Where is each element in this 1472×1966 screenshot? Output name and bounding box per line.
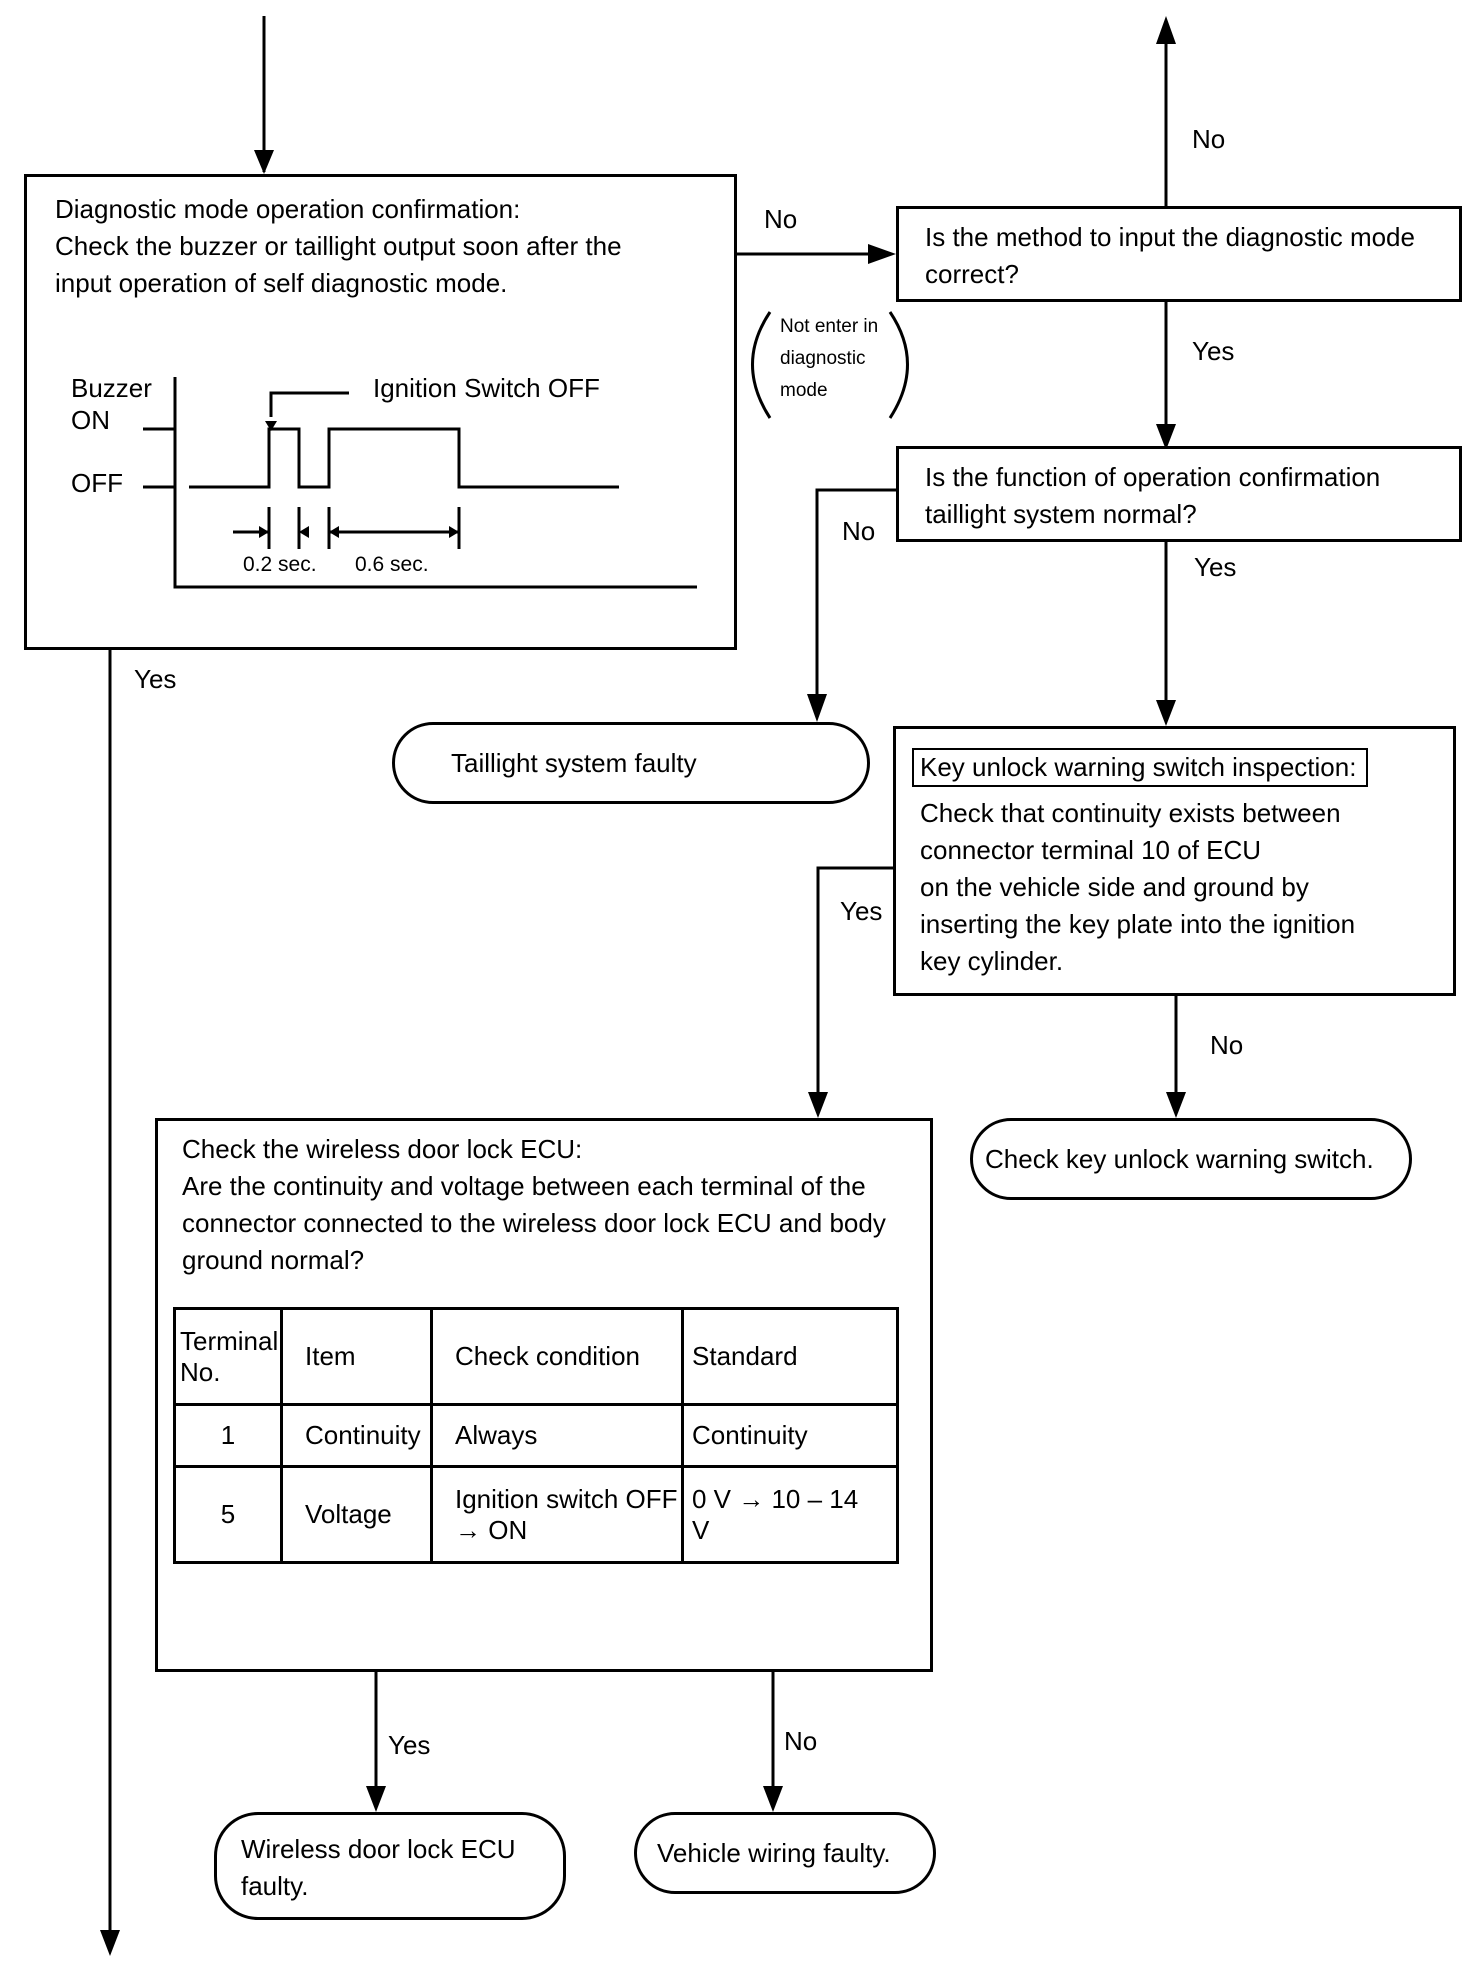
ecu-check-line: Check the wireless door lock ECU:: [182, 1134, 583, 1164]
step-diagnostic-confirmation: Diagnostic mode operation confirmation: …: [24, 174, 737, 650]
table-cell: Always: [430, 1403, 684, 1468]
key-inspection-line: Check that continuity exists between: [920, 798, 1341, 828]
ignition-switch-off-label: Ignition Switch OFF: [373, 373, 600, 403]
terminal-check-key-switch: Check key unlock warning switch.: [970, 1118, 1412, 1200]
label-function-yes: Yes: [1194, 552, 1237, 582]
table-cell: 5: [173, 1465, 283, 1564]
decision-method-line: Is the method to input the diagnostic mo…: [925, 222, 1415, 252]
terminal-wiring-faulty: Vehicle wiring faulty.: [634, 1812, 936, 1894]
buzzer-waveform: [189, 427, 619, 489]
ecu-check-line: Are the continuity and voltage between e…: [182, 1171, 866, 1201]
table-cell: Continuity: [280, 1403, 433, 1468]
label-step1-no: No: [764, 204, 798, 234]
table-header: Item: [280, 1307, 433, 1406]
note-line: Not enter in: [780, 316, 879, 337]
terminal-wiring-text: Vehicle wiring faulty.: [657, 1838, 891, 1868]
key-inspection-title: Key unlock warning switch inspection:: [912, 748, 1369, 787]
table-header: Terminal No.: [173, 1307, 283, 1406]
decision-method-line: correct?: [925, 259, 1019, 289]
label-ecu-no: No: [784, 1726, 818, 1756]
note-not-enter-diagnostic: Not enter in diagnostic mode: [780, 311, 878, 407]
step-key-unlock-inspection: Key unlock warning switch inspection: Ch…: [893, 726, 1456, 996]
step1-text: Diagnostic mode operation confirmation: …: [55, 191, 622, 302]
ecu-check-line: ground normal?: [182, 1245, 365, 1275]
label-key-yes: Yes: [840, 896, 883, 926]
terminal-ecu-line: faulty.: [241, 1871, 309, 1901]
step1-line: Diagnostic mode operation confirmation:: [55, 194, 521, 224]
ecu-check-line: connector connected to the wireless door…: [182, 1208, 886, 1238]
terminal-ecu-faulty: Wireless door lock ECU faulty.: [214, 1812, 566, 1920]
terminal-taillight-text: Taillight system faulty: [451, 748, 697, 778]
step-check-ecu: Check the wireless door lock ECU: Are th…: [155, 1118, 933, 1672]
table-row: 1 Continuity Always Continuity: [173, 1403, 899, 1468]
decision-function-line: Is the function of operation confirmatio…: [925, 462, 1381, 492]
table-row: 5 Voltage Ignition switch OFF → ON 0 V →…: [173, 1465, 899, 1564]
note-line: diagnostic: [780, 348, 866, 369]
table-cell: 0 V → 10 – 14 V: [681, 1465, 899, 1564]
off-label: OFF: [71, 468, 123, 498]
key-inspection-line: on the vehicle side and ground by: [920, 872, 1309, 902]
key-inspection-line: connector terminal 10 of ECU: [920, 835, 1262, 865]
table-header: Standard: [681, 1307, 899, 1406]
interval-label-2: 0.6 sec.: [355, 553, 429, 576]
terminal-ecu-line: Wireless door lock ECU: [241, 1834, 516, 1864]
label-method-no: No: [1192, 124, 1226, 154]
terminal-key-text: Check key unlock warning switch.: [985, 1144, 1374, 1174]
table-cell: Ignition switch OFF → ON: [430, 1465, 684, 1564]
terminal-taillight-faulty: Taillight system faulty: [392, 722, 870, 804]
buzzer-label: Buzzer: [71, 373, 152, 403]
table-cell: Voltage: [280, 1465, 433, 1564]
decision-function-line: taillight system normal?: [925, 499, 1197, 529]
label-key-no: No: [1210, 1030, 1244, 1060]
decision-method-correct: Is the method to input the diagnostic mo…: [896, 206, 1462, 302]
arrow-key-yes: [816, 866, 896, 1100]
label-method-yes: Yes: [1192, 336, 1235, 366]
on-label: ON: [71, 405, 110, 435]
key-inspection-line: inserting the key plate into the ignitio…: [920, 909, 1356, 939]
arrow-function-no: [815, 488, 896, 704]
interval-label-1: 0.2 sec.: [243, 553, 317, 576]
buzzer-timing-chart: [143, 377, 697, 589]
step1-line: Check the buzzer or taillight output soo…: [55, 231, 622, 261]
label-step1-yes: Yes: [134, 664, 177, 694]
table-header: Check condition: [430, 1307, 684, 1406]
timing-axes: [173, 377, 697, 589]
table-header-row: Terminal No. Item Check condition Standa…: [173, 1307, 899, 1406]
note-line: mode: [780, 380, 828, 401]
ecu-check-table: Terminal No. Item Check condition Standa…: [173, 1307, 899, 1564]
key-inspection-line: key cylinder.: [920, 946, 1064, 976]
table-cell: Continuity: [681, 1403, 899, 1468]
decision-function-normal: Is the function of operation confirmatio…: [896, 446, 1462, 542]
label-function-no: No: [842, 516, 876, 546]
note-paren-right: [888, 311, 909, 419]
note-paren-left: [751, 311, 772, 419]
step1-line: input operation of self diagnostic mode.: [55, 268, 508, 298]
table-cell: 1: [173, 1403, 283, 1468]
label-ecu-yes: Yes: [388, 1730, 431, 1760]
